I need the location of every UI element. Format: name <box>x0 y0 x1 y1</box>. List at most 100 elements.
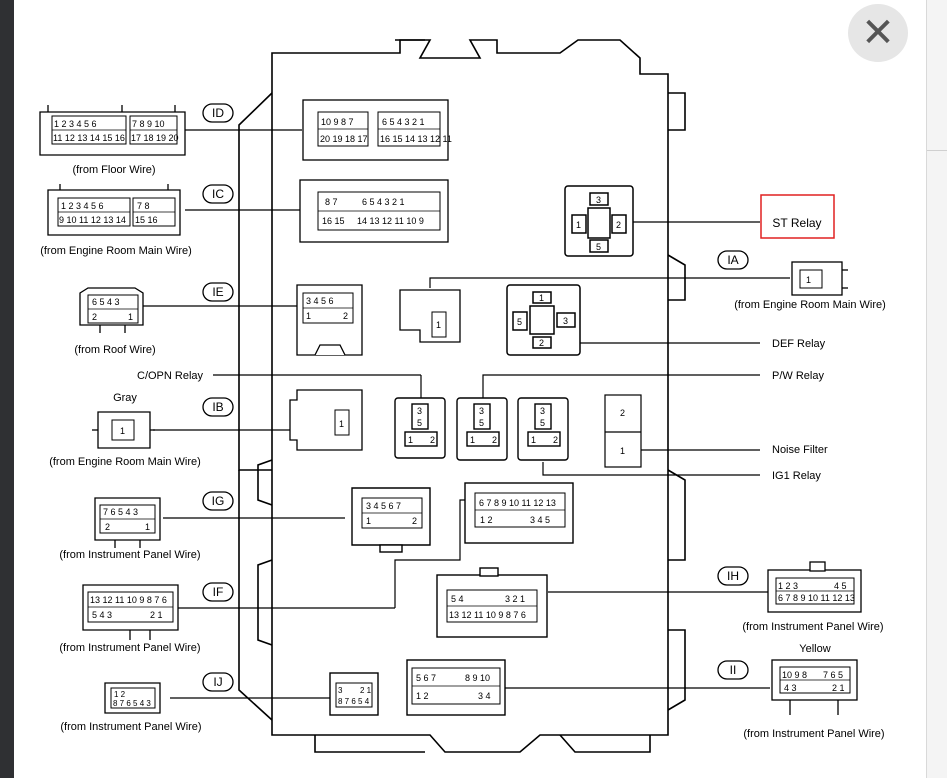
st-relay-label: ST Relay <box>772 216 821 230</box>
close-icon: ✕ <box>861 10 895 56</box>
block-connector-id <box>302 99 449 161</box>
ig1-relay-socket <box>517 397 569 461</box>
block-connector-ig <box>351 487 431 553</box>
svg-text:1: 1 <box>145 522 150 532</box>
svg-text:3 4 5: 3 4 5 <box>530 515 550 525</box>
connector-ie <box>79 287 144 333</box>
def-relay-label: DEF Relay <box>772 338 826 350</box>
svg-text:8 7 6 5 4: 8 7 6 5 4 <box>338 697 370 706</box>
ic-pins: 1 2 3 4 5 6 7 8 9 10 11 12 13 14 15 16 <box>59 201 158 225</box>
svg-text:6 7 8 9 10 11 12 13: 6 7 8 9 10 11 12 13 <box>479 498 556 508</box>
svg-text:1 2 3: 1 2 3 <box>778 581 798 591</box>
svg-text:3: 3 <box>563 316 568 326</box>
ii-source: (from Instrument Panel Wire) <box>743 728 884 740</box>
svg-text:2 1: 2 1 <box>150 610 163 620</box>
block-connector-if <box>436 567 548 638</box>
tag-ii: II <box>730 663 737 677</box>
block-connector-ie <box>296 284 363 356</box>
svg-text:13 12 11 10 9 8 7 6: 13 12 11 10 9 8 7 6 <box>90 595 167 605</box>
svg-text:2: 2 <box>539 338 544 348</box>
svg-text:3: 3 <box>338 686 343 695</box>
svg-text:16 15: 16 15 <box>322 216 345 226</box>
noise-filter-socket <box>604 394 642 468</box>
left-edge-bar <box>0 0 14 778</box>
ii-color: Yellow <box>799 643 830 655</box>
svg-text:3 4 5 6 7: 3 4 5 6 7 <box>366 501 401 511</box>
svg-text:5: 5 <box>479 418 484 428</box>
svg-text:17 18 19 20: 17 18 19 20 <box>131 133 179 143</box>
svg-text:14 13 12 11 10 9: 14 13 12 11 10 9 <box>357 216 424 226</box>
svg-text:13 12 11 10 9 8 7 6: 13 12 11 10 9 8 7 6 <box>449 610 526 620</box>
svg-text:10 9 8: 10 9 8 <box>782 670 807 680</box>
svg-text:8 7 6 5 4 3: 8 7 6 5 4 3 <box>113 699 151 708</box>
svg-text:5 6 7: 5 6 7 <box>416 673 436 683</box>
tag-ih: IH <box>727 569 739 583</box>
connector-ij <box>104 682 161 714</box>
svg-text:5: 5 <box>540 418 545 428</box>
block-connector-ih <box>464 482 574 544</box>
id-source: (from Floor Wire) <box>72 164 155 176</box>
copn-relay-label: C/OPN Relay <box>137 370 204 382</box>
svg-text:8 7: 8 7 <box>325 197 338 207</box>
svg-text:1 2 3 4 5 6: 1 2 3 4 5 6 <box>54 119 97 129</box>
junction-block-diagram: ID IC IE IB IG IF IJ IA IH II 1 2 3 4 5 … <box>39 39 886 753</box>
svg-text:5: 5 <box>596 242 601 252</box>
close-button[interactable]: ✕ <box>848 4 908 62</box>
line-ig1 <box>542 462 760 476</box>
svg-text:9 10 11 12 13 14: 9 10 11 12 13 14 <box>59 215 126 225</box>
svg-text:10 9 8 7: 10 9 8 7 <box>321 117 354 127</box>
svg-text:1 2: 1 2 <box>114 690 126 699</box>
svg-text:2: 2 <box>492 435 497 445</box>
svg-text:6 5 4 3 2 1: 6 5 4 3 2 1 <box>362 197 405 207</box>
svg-text:1: 1 <box>470 435 475 445</box>
tag-ic: IC <box>212 187 224 201</box>
svg-text:3: 3 <box>417 406 422 416</box>
svg-text:8 9 10: 8 9 10 <box>465 673 490 683</box>
mini-relay-socket <box>399 289 461 343</box>
tag-if: IF <box>213 585 224 599</box>
svg-text:5 4: 5 4 <box>451 594 464 604</box>
svg-text:5: 5 <box>417 418 422 428</box>
svg-text:2 1: 2 1 <box>360 686 372 695</box>
svg-text:2: 2 <box>553 435 558 445</box>
ig1-relay-label: IG1 Relay <box>772 470 821 482</box>
block-connector-ii <box>406 659 506 716</box>
svg-text:2: 2 <box>620 408 625 418</box>
pw-relay-socket <box>456 397 508 461</box>
svg-text:3 4 5 6: 3 4 5 6 <box>306 296 334 306</box>
svg-text:1 2 3 4 5 6: 1 2 3 4 5 6 <box>61 201 104 211</box>
svg-text:3 4: 3 4 <box>478 691 491 701</box>
noise-filter-label: Noise Filter <box>772 444 828 456</box>
connector-ia <box>791 261 848 296</box>
svg-text:4 5: 4 5 <box>834 581 847 591</box>
connector-ig <box>94 497 161 548</box>
svg-text:1 2: 1 2 <box>480 515 493 525</box>
svg-text:1: 1 <box>620 446 625 456</box>
svg-text:20 19 18 17: 20 19 18 17 <box>320 134 368 144</box>
svg-text:6 5 4 3: 6 5 4 3 <box>92 297 120 307</box>
svg-text:2: 2 <box>430 435 435 445</box>
svg-text:6 5 4 3 2 1: 6 5 4 3 2 1 <box>382 117 425 127</box>
svg-text:2: 2 <box>412 516 417 526</box>
svg-text:1: 1 <box>806 275 811 285</box>
svg-text:1: 1 <box>436 320 441 330</box>
tag-id: ID <box>212 106 224 120</box>
svg-text:15 16: 15 16 <box>135 215 158 225</box>
svg-text:5 4 3: 5 4 3 <box>92 610 112 620</box>
svg-text:4 3: 4 3 <box>784 683 797 693</box>
block-connector-ib <box>289 389 363 451</box>
connector-ib <box>92 411 155 449</box>
svg-text:11 12 13 14 15 16: 11 12 13 14 15 16 <box>53 133 125 143</box>
ib-source: (from Engine Room Main Wire) <box>49 456 201 468</box>
block-connector-ij <box>329 672 379 716</box>
tag-ig: IG <box>212 494 225 508</box>
svg-text:2: 2 <box>343 311 348 321</box>
svg-text:7 6 5: 7 6 5 <box>823 670 843 680</box>
svg-text:7 8: 7 8 <box>137 201 150 211</box>
svg-text:7 6 5 4 3: 7 6 5 4 3 <box>103 507 138 517</box>
svg-text:2 1: 2 1 <box>832 683 845 693</box>
right-side-panel <box>926 0 947 778</box>
line-ia <box>429 277 790 288</box>
